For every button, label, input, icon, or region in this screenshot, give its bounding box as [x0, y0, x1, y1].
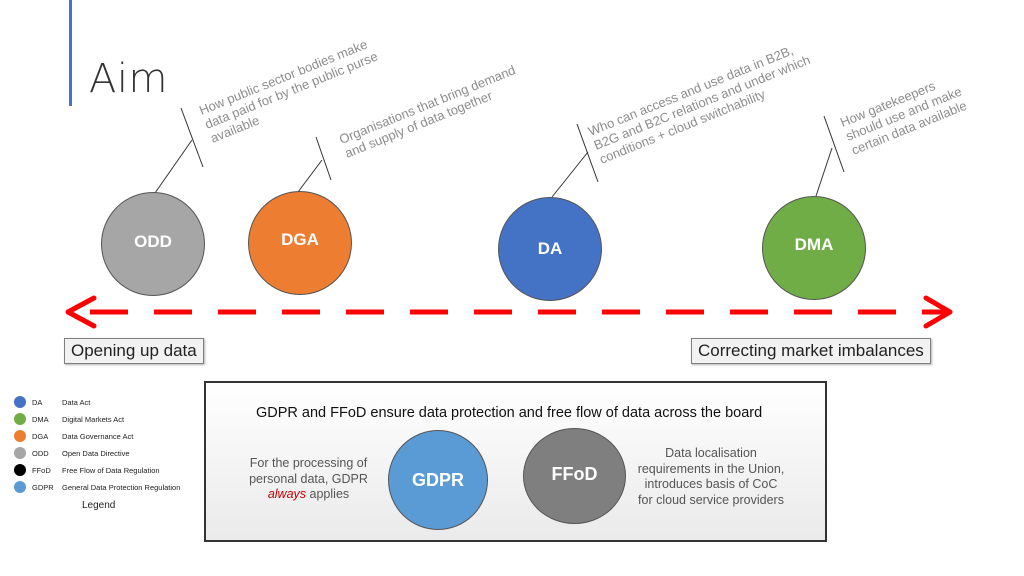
ffod-circle: FFoD: [523, 428, 626, 524]
green-dot-icon: [14, 413, 26, 425]
info-heading: GDPR and FFoD ensure data protection and…: [256, 405, 763, 421]
legend-item-odd: ODD Open Data Directive: [14, 446, 130, 460]
legend-item-da: DA Data Act: [14, 395, 90, 409]
grey-dot-icon: [14, 447, 26, 459]
blue-dot-icon: [14, 396, 26, 408]
light-blue-dot-icon: [14, 481, 26, 493]
bidirectional-arrow: [65, 295, 953, 329]
black-dot-icon: [14, 464, 26, 476]
legend-item-dga: DGA Data Governance Act: [14, 429, 133, 443]
gdpr-circle: GDPR: [388, 430, 488, 530]
ffod-description: Data localisation requirements in the Un…: [637, 446, 785, 507]
da-circle: DA: [498, 197, 602, 301]
legend-item-ffod: FFoD Free Flow of Data Regulation: [14, 463, 160, 477]
da-connector-line: [551, 151, 589, 198]
dma-circle: DMA: [762, 196, 866, 300]
dga-tick: [315, 136, 332, 181]
dma-tick: [823, 115, 845, 173]
page-title: Aim: [89, 56, 168, 102]
title-accent-bar: [69, 0, 72, 106]
odd-circle: ODD: [101, 192, 205, 296]
dga-circle: DGA: [248, 191, 352, 295]
orange-dot-icon: [14, 430, 26, 442]
correcting-market-imbalances-label: Correcting market imbalances: [691, 338, 931, 364]
opening-up-data-label: Opening up data: [64, 338, 204, 364]
odd-connector-line: [154, 139, 193, 194]
legend-item-dma: DMA Digital Markets Act: [14, 412, 124, 426]
odd-tick: [180, 107, 204, 168]
gdpr-description: For the processing of personal data, GDP…: [249, 456, 368, 501]
da-tick: [576, 123, 599, 183]
dga-connector-line: [297, 159, 323, 193]
data-protection-box: GDPR and FFoD ensure data protection and…: [204, 381, 827, 542]
legend-item-gdpr: GDPR General Data Protection Regulation: [14, 480, 180, 494]
dma-connector-line: [815, 147, 833, 197]
legend-title: Legend: [82, 500, 116, 511]
